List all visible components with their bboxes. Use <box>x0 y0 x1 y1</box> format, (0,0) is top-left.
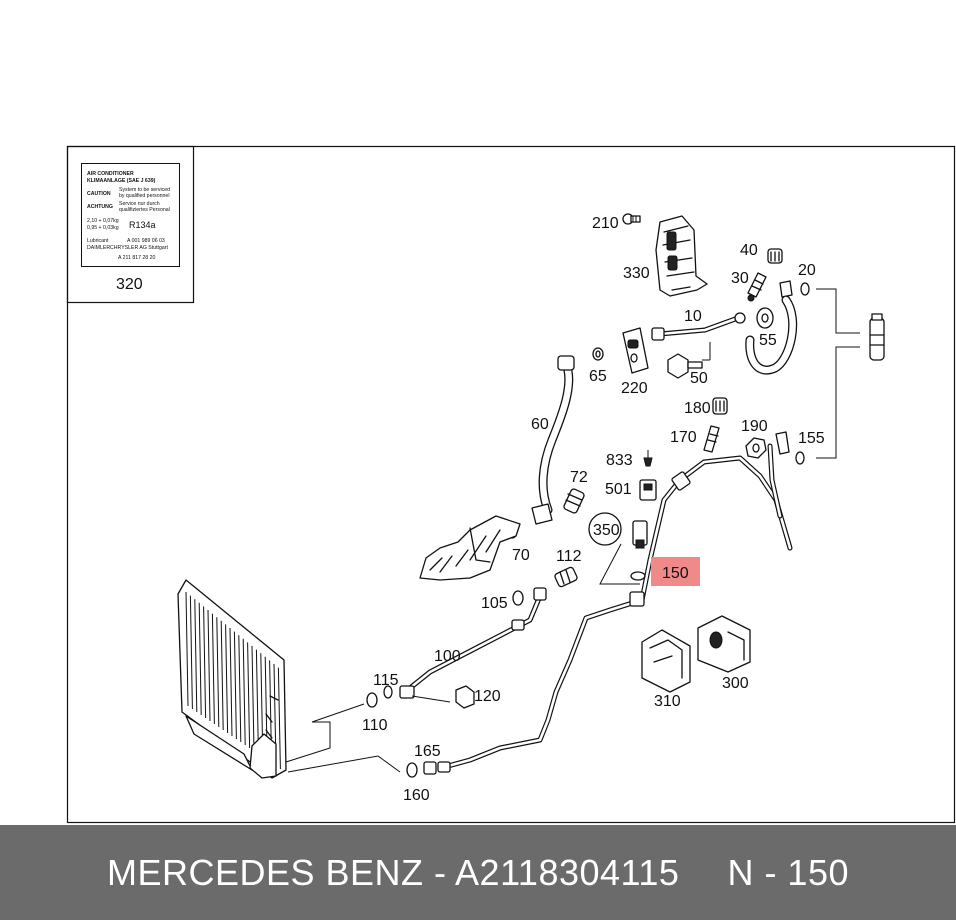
svg-text:KLIMAANLAGE (SAE J 639): KLIMAANLAGE (SAE J 639) <box>87 178 156 184</box>
footer: MERCEDES BENZ - A2118304115 N - 150 <box>0 825 956 920</box>
callout-350-circle <box>588 512 622 546</box>
svg-text:R134a: R134a <box>129 220 156 230</box>
callout-100: 100 <box>434 648 461 665</box>
part-190-nut <box>745 437 767 459</box>
leader-condenser <box>285 703 401 773</box>
part-350-sensor <box>599 520 648 585</box>
service-sticker: AIR CONDITIONER KLIMAANLAGE (SAE J 639) … <box>81 163 180 267</box>
svg-text:0,95 + 0,03kg: 0,95 + 0,03kg <box>87 225 119 231</box>
part-compressor <box>419 515 521 581</box>
callout-210: 210 <box>592 215 619 232</box>
callout-155: 155 <box>798 430 825 447</box>
part-170-valve <box>703 425 720 453</box>
callout-10: 10 <box>684 308 702 325</box>
callout-112: 112 <box>556 548 582 565</box>
svg-text:System to be serviced: System to be serviced <box>119 187 170 193</box>
part-40-cap <box>767 248 783 264</box>
part-180-cap <box>712 397 728 415</box>
part-330-bracket <box>655 215 708 297</box>
callout-150: 150 <box>662 565 689 582</box>
part-310-cover <box>641 629 691 693</box>
callout-330: 330 <box>623 265 650 282</box>
svg-text:CAUTION: CAUTION <box>87 191 111 197</box>
callout-20: 20 <box>798 262 816 279</box>
svg-text:2,10 + 0,07kg: 2,10 + 0,07kg <box>87 218 119 224</box>
part-pressure-switch <box>869 313 885 361</box>
svg-text:by qualified personnel: by qualified personnel <box>119 193 169 199</box>
part-165-fitting <box>423 761 451 775</box>
callout-220: 220 <box>621 380 648 397</box>
part-20-oring <box>800 282 810 296</box>
part-20-fitting <box>779 280 793 298</box>
part-210-bolt <box>622 213 641 225</box>
part-112-fitting <box>554 566 578 588</box>
callout-501: 501 <box>605 481 632 498</box>
part-160-oring <box>406 762 418 778</box>
svg-text:ACHTUNG: ACHTUNG <box>87 204 113 210</box>
part-65-oring <box>592 347 604 361</box>
callout-165: 165 <box>414 743 441 760</box>
part-155-fitting <box>775 431 790 455</box>
callout-120: 120 <box>474 688 501 705</box>
svg-text:AIR CONDITIONER: AIR CONDITIONER <box>87 171 134 177</box>
part-105-oring <box>512 590 524 606</box>
part-60-hose <box>531 355 575 525</box>
footer-bar <box>0 825 956 920</box>
part-72-fitting <box>563 488 585 514</box>
callout-320: 320 <box>116 276 143 293</box>
part-main-pipe <box>445 443 793 769</box>
callout-180: 180 <box>684 400 711 417</box>
callout-350: 350 <box>593 522 620 539</box>
part-300-cover <box>697 615 751 673</box>
svg-text:DAIMLERCHRYSLER AG Stuttgart: DAIMLERCHRYSLER AG Stuttgart <box>87 245 168 251</box>
callout-50: 50 <box>690 370 708 387</box>
part-30-valve <box>747 272 767 302</box>
callout-833: 833 <box>606 452 633 469</box>
part-100-hose <box>407 587 547 691</box>
svg-text:Service nur durch: Service nur durch <box>119 201 160 207</box>
part-55-hose <box>745 295 798 375</box>
part-115-fitting <box>383 685 415 699</box>
callout-300: 300 <box>722 675 749 692</box>
leader-120 <box>411 695 451 703</box>
callout-190: 190 <box>741 418 768 435</box>
callout-40: 40 <box>740 242 758 259</box>
callout-72: 72 <box>570 469 588 486</box>
svg-text:qualifiziertes Personal: qualifiziertes Personal <box>119 207 170 213</box>
callout-115: 115 <box>373 672 399 689</box>
footer-part-ref: N - 150 <box>727 851 849 893</box>
part-50-bolt <box>667 342 711 379</box>
callout-160: 160 <box>403 787 430 804</box>
callout-70: 70 <box>512 547 530 564</box>
part-10-pipe <box>651 307 774 341</box>
callout-110: 110 <box>362 717 388 734</box>
svg-text:A 001 989 06 03: A 001 989 06 03 <box>127 238 165 244</box>
callout-30: 30 <box>731 270 749 287</box>
leader-20-155 <box>816 288 860 459</box>
callout-105: 105 <box>481 595 508 612</box>
callout-310: 310 <box>654 693 681 710</box>
callout-labels: 210 330 40 30 20 10 55 65 220 50 180 190 155 170 60 833… <box>362 215 825 804</box>
part-110-oring <box>366 692 378 708</box>
callout-65: 65 <box>589 368 607 385</box>
label-box-frame <box>66 145 195 304</box>
highlight-150 <box>651 557 700 586</box>
diagram-frame <box>66 145 956 824</box>
callout-170: 170 <box>670 429 697 446</box>
part-501-connector <box>639 479 657 501</box>
part-condenser <box>177 579 287 779</box>
part-155-oring <box>795 451 805 465</box>
part-833-cap <box>643 450 653 467</box>
part-220-block <box>622 327 649 374</box>
svg-text:A 211 817 28 20: A 211 817 28 20 <box>118 255 156 261</box>
callout-55: 55 <box>759 332 777 349</box>
footer-title: MERCEDES BENZ - A2118304115 <box>107 851 680 893</box>
part-120-nut <box>455 685 475 709</box>
callout-60: 60 <box>531 416 549 433</box>
svg-text:Lubricant: Lubricant <box>87 238 109 244</box>
